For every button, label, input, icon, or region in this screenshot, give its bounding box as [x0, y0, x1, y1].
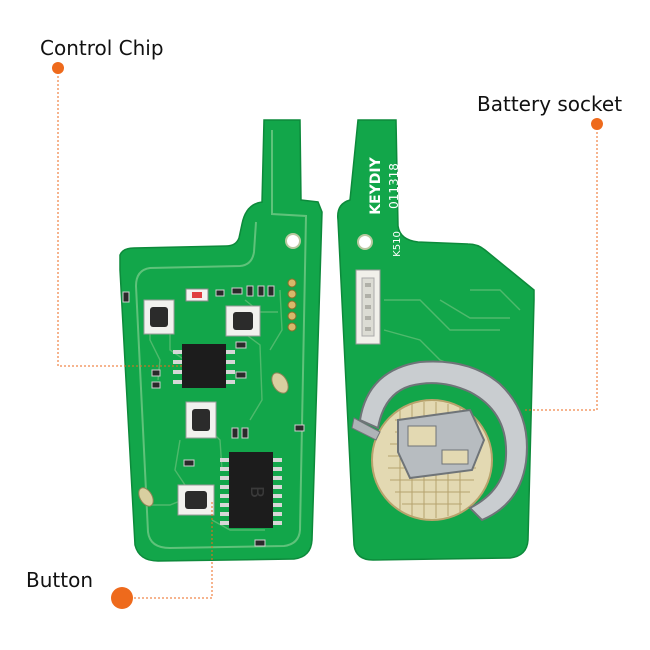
oval-component-2 — [138, 487, 154, 507]
pcb-front: B — [119, 119, 323, 562]
ic-letter: B — [246, 486, 267, 498]
battery-socket-leader — [525, 124, 598, 411]
oval-component — [271, 372, 289, 394]
button-dot — [111, 587, 133, 609]
pin-header — [287, 278, 297, 332]
brand-logo-text: KEYDIY — [368, 156, 384, 214]
battery-socket-label: Battery socket — [477, 92, 623, 116]
control-chip-leader — [57, 68, 183, 367]
control-chip-label: Control Chip — [40, 36, 164, 60]
button-label: Button — [26, 568, 93, 592]
pcb-front-outline — [119, 119, 323, 562]
pcb-back: KEYDIY 011318 K510 — [337, 119, 535, 561]
ic-b: B — [220, 452, 282, 528]
button-leader — [122, 500, 213, 599]
control-chip — [173, 344, 235, 388]
connector — [355, 269, 381, 345]
control-chip-dot — [52, 62, 64, 74]
serial-text: 011318 — [387, 163, 401, 209]
tact-button-2 — [225, 305, 261, 337]
led-lens — [192, 292, 202, 298]
mounting-hole-back — [357, 234, 373, 250]
battery-socket — [351, 360, 528, 522]
battery-socket-dot — [591, 118, 603, 130]
mounting-hole — [285, 233, 301, 249]
callout-lines — [57, 68, 598, 599]
tact-button-4 — [177, 484, 215, 516]
pcb-front-edge-trace — [134, 130, 308, 550]
tact-button-3 — [185, 401, 217, 439]
smd-components — [122, 285, 305, 547]
model-text: K510 — [392, 231, 403, 257]
tact-button-1 — [143, 299, 175, 335]
